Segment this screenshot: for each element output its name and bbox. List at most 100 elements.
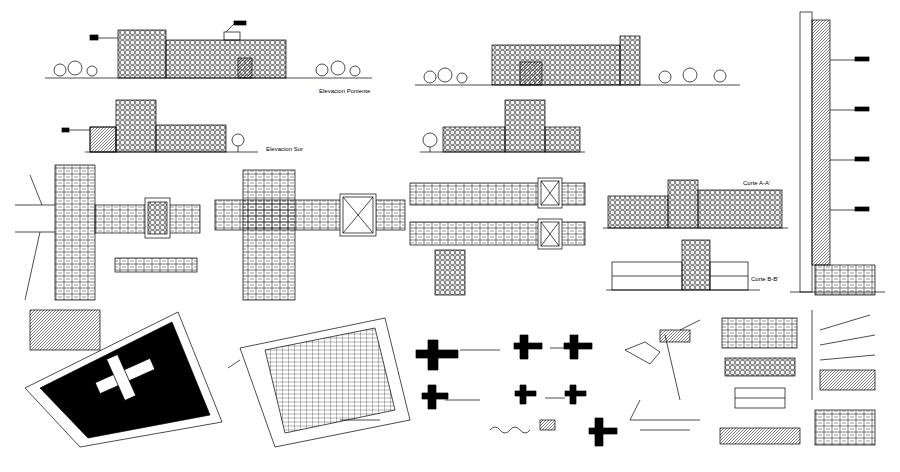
line-art-line: [226, 24, 234, 32]
line-art-rect: [722, 318, 797, 348]
line-art-line: [612, 276, 682, 277]
line-art-circle: [331, 61, 345, 75]
site-plan-2: [228, 318, 410, 447]
line-art-line: [15, 205, 55, 206]
view-title: Elevacion Sur: [265, 146, 304, 153]
line-art-rect: [166, 40, 286, 78]
floor-plan-3: [410, 178, 585, 295]
line-art-circle: [423, 133, 437, 147]
line-art-rect: [612, 262, 682, 290]
elevation-east: [415, 36, 740, 85]
line-art-rect: [720, 428, 800, 444]
line-art-rect: [815, 265, 875, 295]
line-art-rect: [541, 181, 559, 205]
line-art-rect: [107, 354, 136, 400]
line-art-rect: [118, 30, 166, 78]
line-art-line: [541, 181, 559, 205]
line-art-rect: [668, 180, 698, 228]
line-art-rect: [90, 127, 116, 152]
line-art-line: [710, 276, 748, 277]
line-art-line: [541, 222, 559, 246]
elevation-north: [420, 100, 585, 152]
line-art-path: [630, 320, 700, 420]
line-art-rect: [243, 170, 295, 300]
line-art-rect: [90, 35, 98, 40]
line-art-rect: [820, 370, 875, 390]
line-art-line: [541, 222, 559, 246]
line-art-rect: [340, 194, 376, 236]
floor-plan-1: [15, 165, 200, 300]
line-art-path: [589, 418, 617, 446]
line-art-rect: [492, 45, 620, 85]
line-art-path: [812, 310, 875, 400]
line-art-rect: [62, 128, 69, 132]
line-art-path: [565, 385, 586, 404]
line-art-line: [445, 400, 480, 401]
line-art-line: [640, 430, 690, 431]
line-art-rect: [443, 127, 505, 152]
view-title: Elevacion Poniente: [318, 88, 371, 95]
line-art-line: [96, 38, 118, 39]
line-art-path: [422, 385, 448, 409]
line-art-circle: [714, 70, 726, 82]
line-art-circle: [659, 71, 671, 83]
line-art-rect: [410, 222, 585, 245]
line-art-circle: [457, 73, 467, 83]
line-art-rect: [115, 258, 197, 272]
line-art-rect: [725, 358, 795, 376]
section-b: [606, 240, 760, 290]
line-art-rect: [855, 107, 869, 111]
line-art-circle: [54, 64, 66, 76]
line-art-rect: [145, 198, 170, 238]
line-art-line: [30, 175, 42, 205]
line-art-rect: [224, 32, 240, 40]
line-art-line: [735, 398, 785, 399]
line-art-rect: [234, 21, 246, 25]
line-art-line: [545, 398, 565, 399]
line-art-line: [15, 232, 55, 233]
line-art-circle: [424, 71, 436, 83]
line-art-path: [515, 385, 536, 404]
view-title: Corte B-B': [750, 276, 780, 283]
line-art-polygon: [40, 322, 210, 438]
line-art-rect: [540, 420, 555, 430]
line-art-line: [541, 181, 559, 205]
line-art-rect: [30, 310, 100, 350]
line-art-rect: [710, 262, 748, 290]
section-a: [603, 180, 788, 228]
line-art-rect: [735, 388, 785, 408]
view-title: Corte A-A': [742, 180, 771, 187]
line-art-line: [228, 360, 240, 368]
elevation-west: [45, 21, 372, 78]
line-art-line: [25, 232, 40, 300]
line-art-rect: [343, 197, 373, 233]
line-art-path: [416, 340, 458, 370]
line-art-line: [340, 420, 380, 421]
line-art-path: [490, 427, 530, 433]
line-art-line: [460, 350, 500, 351]
line-art-line: [550, 348, 570, 349]
line-art-line: [430, 147, 431, 152]
line-art-rect: [855, 157, 869, 161]
line-art-line: [343, 197, 373, 233]
line-art-path: [514, 335, 542, 359]
line-art-rect: [545, 127, 580, 152]
line-art-rect: [800, 12, 812, 292]
details: [416, 335, 617, 446]
detail-drawings: [445, 310, 875, 445]
wall-section: [790, 12, 885, 295]
line-art-rect: [238, 58, 252, 78]
line-art-rect: [538, 178, 562, 208]
line-art-rect: [156, 125, 226, 152]
line-art-rect: [148, 202, 167, 234]
line-art-circle: [232, 134, 244, 146]
line-art-line: [238, 146, 239, 152]
line-art-rect: [812, 20, 830, 265]
site-plan-1: [25, 310, 222, 447]
line-art-polygon: [25, 312, 222, 447]
line-art-rect: [682, 240, 710, 290]
line-art-rect: [608, 196, 668, 228]
floor-plan-2: [215, 170, 405, 300]
line-art-polygon: [240, 318, 410, 447]
line-art-circle: [87, 66, 97, 76]
